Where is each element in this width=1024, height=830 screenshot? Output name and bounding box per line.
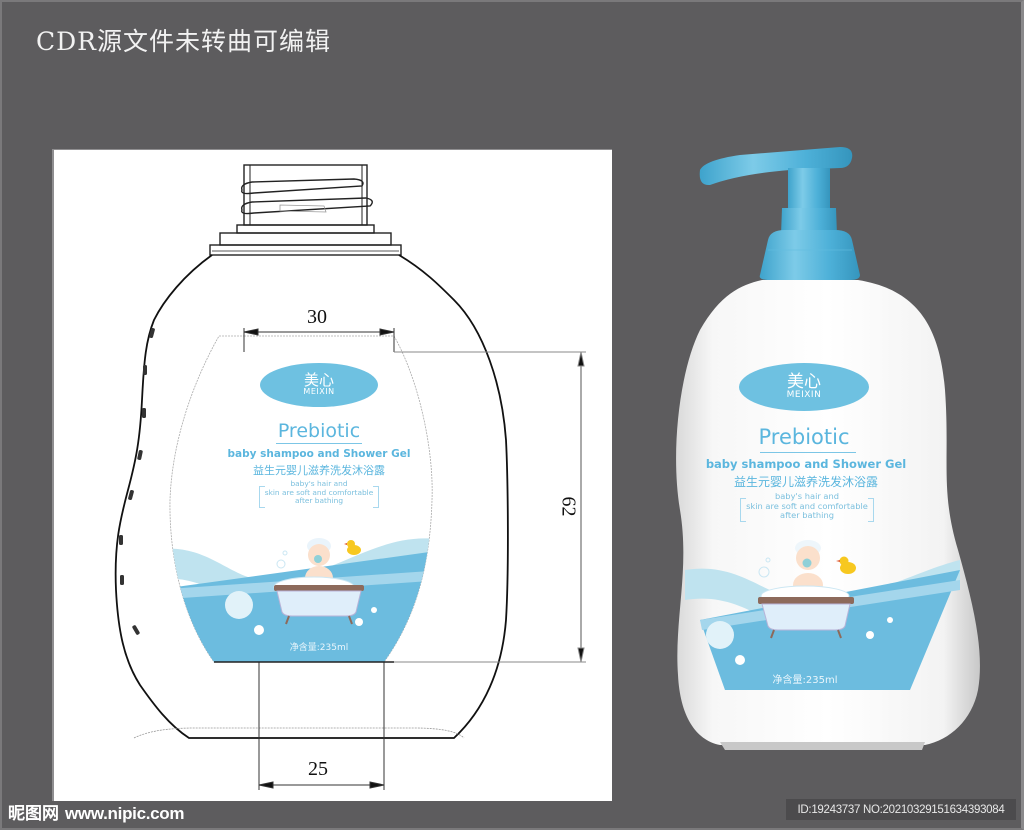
pump-nozzle bbox=[699, 147, 853, 186]
product-bracket-right bbox=[868, 498, 874, 522]
watermark-logo-text: 昵图网 bbox=[8, 804, 59, 824]
bracket-left bbox=[259, 486, 265, 508]
pump-collar bbox=[759, 230, 860, 280]
product-title-render: Prebiotic bbox=[758, 425, 850, 449]
technical-drawing-panel: 美心 MEIXIN Prebiotic baby shampoo and Sho… bbox=[52, 149, 612, 801]
brand-name-en: MEIXIN bbox=[303, 387, 335, 397]
site-watermark: 昵图网 www.nipic.com bbox=[8, 799, 185, 824]
image-id-badge: ID:19243737 NO:20210329151634393084 bbox=[786, 799, 1016, 820]
bracket-right bbox=[373, 486, 379, 508]
net-content: 净含量:235ml bbox=[289, 643, 349, 653]
bottle-outline-drawing bbox=[114, 164, 586, 790]
brand-logo-oval: 美心 MEIXIN bbox=[260, 363, 378, 407]
pump-stem bbox=[788, 168, 830, 208]
product-subtitle-en: baby shampoo and Shower Gel bbox=[227, 448, 411, 460]
dimension-height: 62 bbox=[557, 496, 580, 517]
product-description-render: baby's hair and skin are soft and comfor… bbox=[740, 491, 874, 524]
product-bracket-left bbox=[740, 498, 746, 522]
product-net-content: 净含量:235ml bbox=[772, 675, 838, 686]
product-subtitle-cn-render: 益生元婴儿滋养洗发沐浴露 bbox=[733, 475, 878, 489]
product-brand-name-cn: 美心 bbox=[787, 371, 821, 392]
watermark-url: www.nipic.com bbox=[65, 804, 185, 823]
product-description: baby's hair and skin are soft and comfor… bbox=[259, 479, 379, 510]
product-title-underline bbox=[760, 452, 856, 453]
dimension-top-width: 30 bbox=[307, 306, 327, 328]
product-title: Prebiotic bbox=[277, 420, 361, 442]
title-underline bbox=[276, 443, 362, 444]
product-subtitle-en-render: baby shampoo and Shower Gel bbox=[705, 457, 907, 471]
bottle-body-outline bbox=[114, 254, 509, 739]
brand-name-cn: 美心 bbox=[303, 371, 334, 390]
baby-bathtub-illustration bbox=[273, 538, 364, 625]
product-subtitle-cn: 益生元婴儿滋养洗发沐浴露 bbox=[253, 464, 385, 477]
dimension-bottom-width: 25 bbox=[308, 758, 328, 780]
product-baby-illustration bbox=[758, 540, 856, 639]
product-brand-logo-oval: 美心 MEIXIN bbox=[739, 363, 869, 411]
product-render: 美心 MEIXIN Prebiotic baby shampoo and Sho… bbox=[640, 130, 1024, 790]
product-brand-name-en: MEIXIN bbox=[786, 389, 822, 400]
page-title: CDR源文件未转曲可编辑 bbox=[36, 27, 331, 56]
